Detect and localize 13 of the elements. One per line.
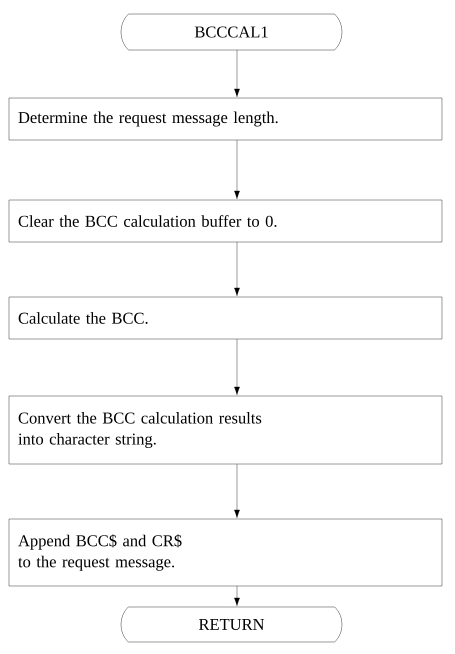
process-box: Clear the BCC calculation buffer to 0. [8,200,442,242]
arrow [234,339,240,396]
terminal-box: BCCCAL1 [120,14,342,50]
arrow [234,140,240,200]
arrow [234,50,240,98]
arrow [234,464,240,518]
process-box: Determine the request message length. [8,98,442,140]
process-box: Calculate the BCC. [8,296,442,340]
terminal-box: RETURN [120,606,342,642]
process-box: Convert the BCC calculation results into character string. [8,396,442,464]
arrow [234,586,240,606]
arrow [234,242,240,296]
process-box: Append BCC$ and CR$ to the request message. [8,518,442,586]
